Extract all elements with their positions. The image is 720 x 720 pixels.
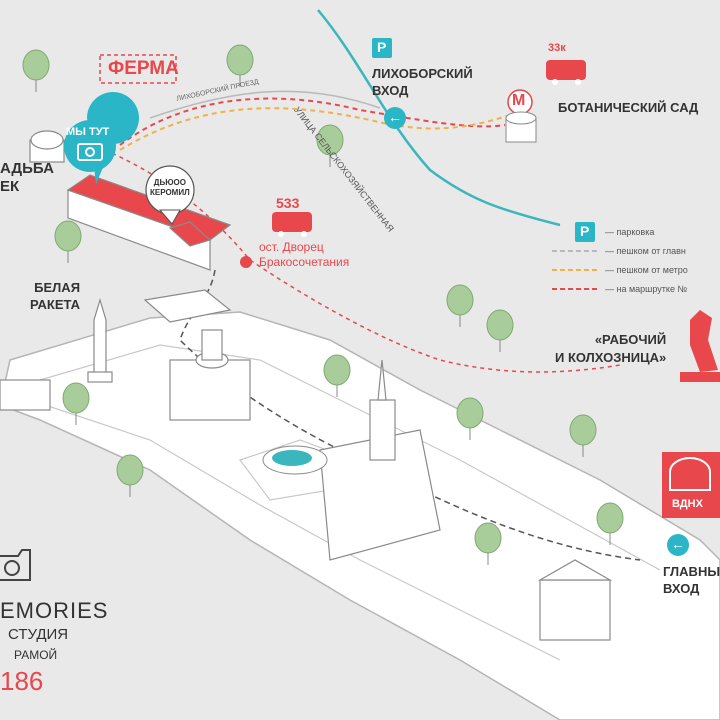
bus-route-top-label: 33к [548, 42, 566, 54]
memories-title: EMORIES [0, 598, 109, 623]
memories-camera-icon [0, 549, 31, 581]
legend-parking-text: — парковка [605, 227, 655, 237]
pavilions [0, 289, 613, 641]
parking-letter-legend: P [580, 223, 590, 239]
route-bus [119, 97, 506, 146]
trees [22, 44, 624, 565]
main-entrance-label: ГЛАВНЫЙ ВХОД [663, 564, 720, 596]
lihoborsky-road [149, 90, 381, 119]
rabochiy-label: «РАБОЧИЙ И КОЛХОЗНИЦА» [555, 332, 667, 365]
we-are-here-pin [64, 92, 139, 184]
arrow-lihoborsky: ← [388, 109, 402, 125]
legend-lines [552, 250, 600, 290]
bus-stop-label: ост. Дворец Бракосочетания [259, 240, 350, 269]
our-building-sign-label: ДЬЮОО КЕРОМИЛ [150, 178, 190, 197]
parking-sign-legend [575, 222, 595, 242]
vdnh-label: ВДНХ [672, 498, 703, 510]
building-sign-pin [145, 165, 195, 225]
vdnh-sign [662, 452, 720, 518]
we-are-here-label: МЫ ТУТ [66, 126, 110, 138]
lihoborsky-entrance-label: ЛИХОБОРСКИЙ ВХОД [372, 66, 473, 98]
parking-sign-top [372, 38, 392, 58]
legend-walk-metro-text: — пешком от метро [605, 265, 688, 275]
arrow-main: ← [671, 536, 685, 552]
memories-number: 186 [0, 666, 44, 696]
memories-sub1: СТУДИЯ [8, 626, 69, 643]
botanical-garden-icon [505, 111, 537, 143]
our-building [66, 174, 232, 271]
arrow-circle-main [667, 534, 689, 556]
farm-box [99, 54, 177, 84]
arrow-circle-lihoborsky [384, 107, 406, 129]
parking-letter-top: P [377, 39, 387, 55]
bus-icon-533 [272, 212, 312, 237]
fountain [262, 445, 328, 475]
metro-letter: M [512, 92, 526, 109]
worker-kolkhoz-monument [680, 310, 720, 382]
memories-sub2: РАМОЙ [14, 648, 58, 662]
camera-icon [77, 143, 103, 161]
bus-stop-dot [240, 256, 252, 268]
legend-bus-text: — на маршрутке № [605, 284, 688, 294]
white-rocket-label: БЕЛАЯ РАКЕТА [30, 280, 81, 312]
street-selskohoz-line [317, 9, 561, 227]
estate-building [29, 130, 65, 163]
legend-walk-main-text: — пешком от главн [605, 246, 686, 256]
estate-label: АДЬБА ЕК [0, 160, 54, 195]
route-walk-metro [119, 107, 511, 151]
rocket-monument [87, 297, 113, 383]
bus-number-label: 533 [276, 195, 300, 211]
farm-label: ФЕРМА [108, 58, 179, 79]
bus-icon-top [546, 60, 586, 85]
botanical-garden-label: БОТАНИЧЕСКИЙ САД [558, 100, 699, 115]
